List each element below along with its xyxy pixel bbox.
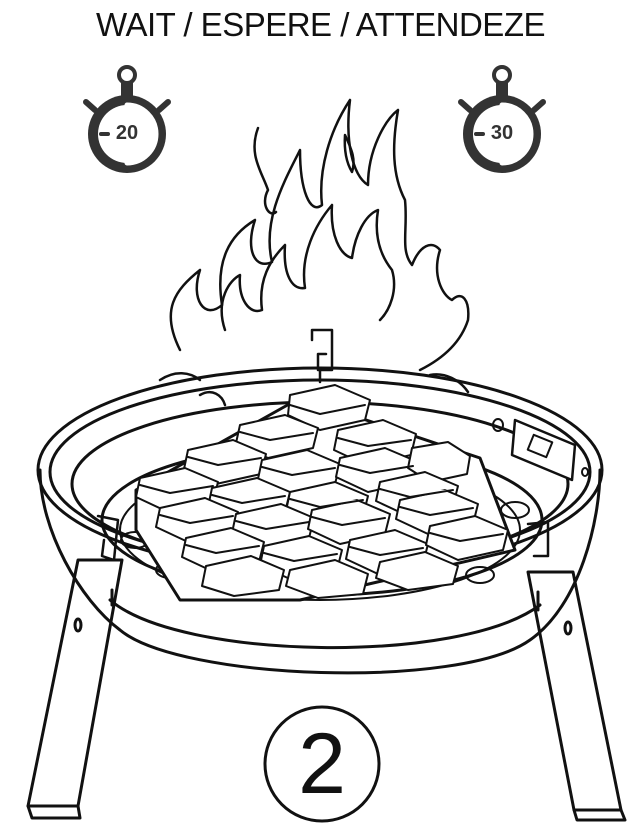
step-number: 2 <box>263 705 381 823</box>
flames <box>160 100 468 435</box>
stopwatch-30-icon <box>461 67 543 173</box>
stopwatch-20-icon <box>86 67 168 173</box>
timer-30-value: 30 <box>482 122 522 145</box>
timer-20-value: 20 <box>107 122 147 145</box>
